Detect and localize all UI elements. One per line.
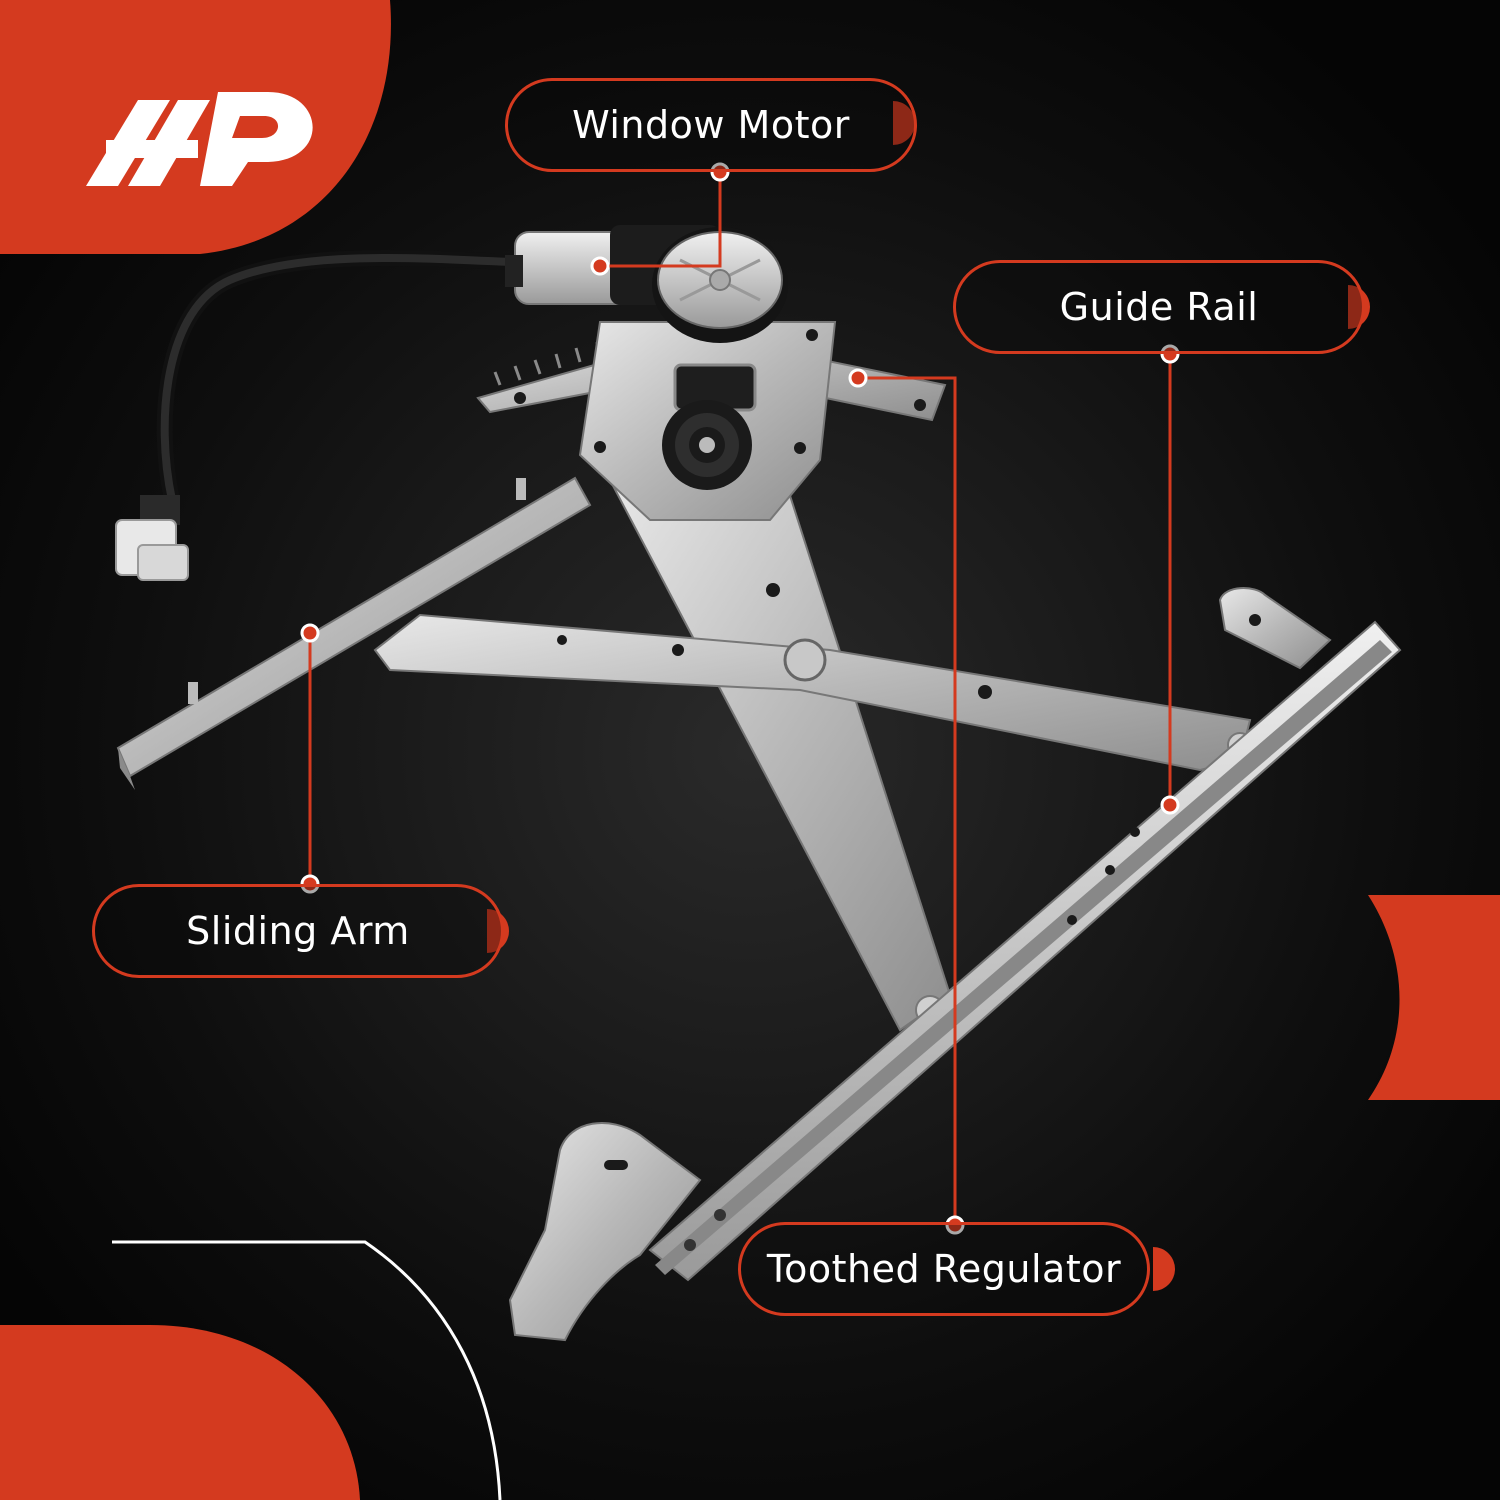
callout-leaders	[308, 172, 1172, 1225]
callout-label-window-motor: Window Motor	[572, 103, 850, 147]
callout-label-sliding-arm: Sliding Arm	[186, 909, 410, 953]
callout-label-toothed-regulator: Toothed Regulator	[766, 1247, 1122, 1291]
window-motor-unit	[505, 225, 788, 343]
corner-accent-right	[1368, 895, 1500, 1100]
callout-guide-rail: Guide Rail	[953, 260, 1365, 354]
corner-accent-bottom-left	[0, 1325, 360, 1500]
window-regulator-assembly-illustration	[115, 225, 1402, 1342]
callout-window-motor: Window Motor	[505, 78, 917, 172]
callout-toothed-regulator: Toothed Regulator	[738, 1222, 1150, 1316]
a-premium-logo-icon	[86, 92, 313, 186]
decorative-outline-arc	[112, 1240, 502, 1500]
corner-accent-top-left	[0, 0, 391, 254]
connector-plug	[115, 495, 189, 581]
callout-sliding-arm: Sliding Arm	[92, 884, 504, 978]
callout-label-guide-rail: Guide Rail	[1059, 285, 1259, 329]
